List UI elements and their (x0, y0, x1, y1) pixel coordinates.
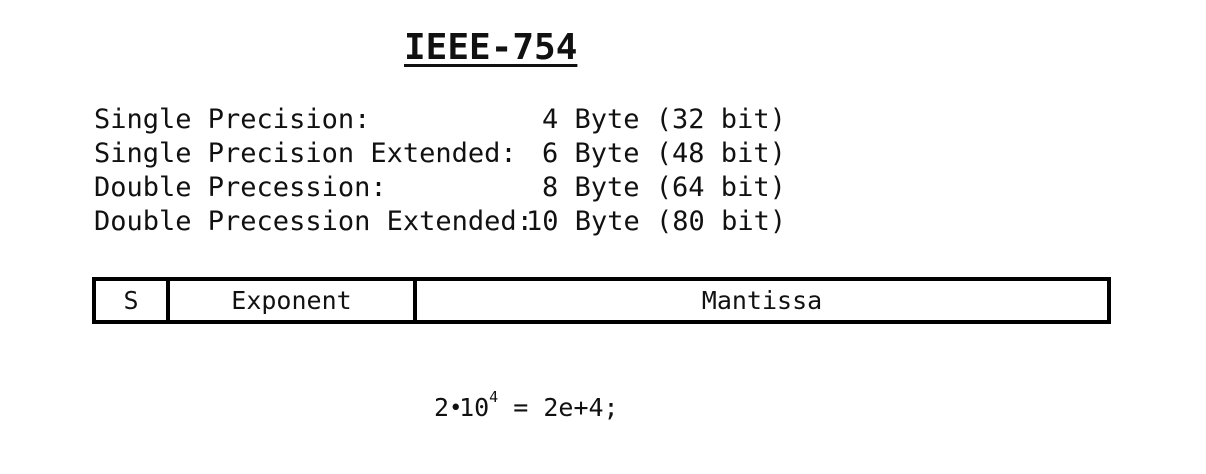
precision-value: 6 Byte (48 bit) (542, 138, 786, 169)
precision-value: 8 Byte (64 bit) (542, 172, 786, 203)
precision-label: Double Precession Extended: (94, 206, 533, 237)
precision-row-single: Single Precision: 4 Byte (32 bit) (94, 103, 786, 137)
formula-exponent: 4 (489, 388, 499, 406)
precision-value: 4 Byte (32 bit) (542, 104, 786, 135)
mantissa-field: Mantissa (701, 286, 823, 315)
page-title: IEEE-754 (404, 27, 578, 68)
formula-base: 2 (434, 393, 450, 422)
precision-label: Single Precision Extended: (94, 138, 517, 169)
precision-label: Double Precession: (94, 172, 387, 203)
exponent-field: Exponent (170, 281, 417, 320)
scientific-notation-example: 2•104 = 2e+4; (434, 388, 619, 426)
precision-label: Single Precision: (94, 104, 371, 135)
precision-row-double-extended: Double Precession Extended: 10 Byte (80 … (94, 205, 786, 239)
formula-equivalent: = 2e+4; (498, 393, 619, 422)
multiply-dot: • (449, 396, 463, 421)
formula-power-base: 10 (459, 393, 490, 422)
precision-row-single-extended: Single Precision Extended: 6 Byte (48 bi… (94, 137, 786, 171)
precision-value: 10 Byte (80 bit) (526, 206, 787, 237)
precision-row-double: Double Precession: 8 Byte (64 bit) (94, 171, 786, 205)
sign-field: S (96, 281, 170, 320)
precision-list: Single Precision: 4 Byte (32 bit) Single… (94, 103, 786, 239)
float-format-diagram: S Exponent Mantissa (92, 277, 1111, 324)
